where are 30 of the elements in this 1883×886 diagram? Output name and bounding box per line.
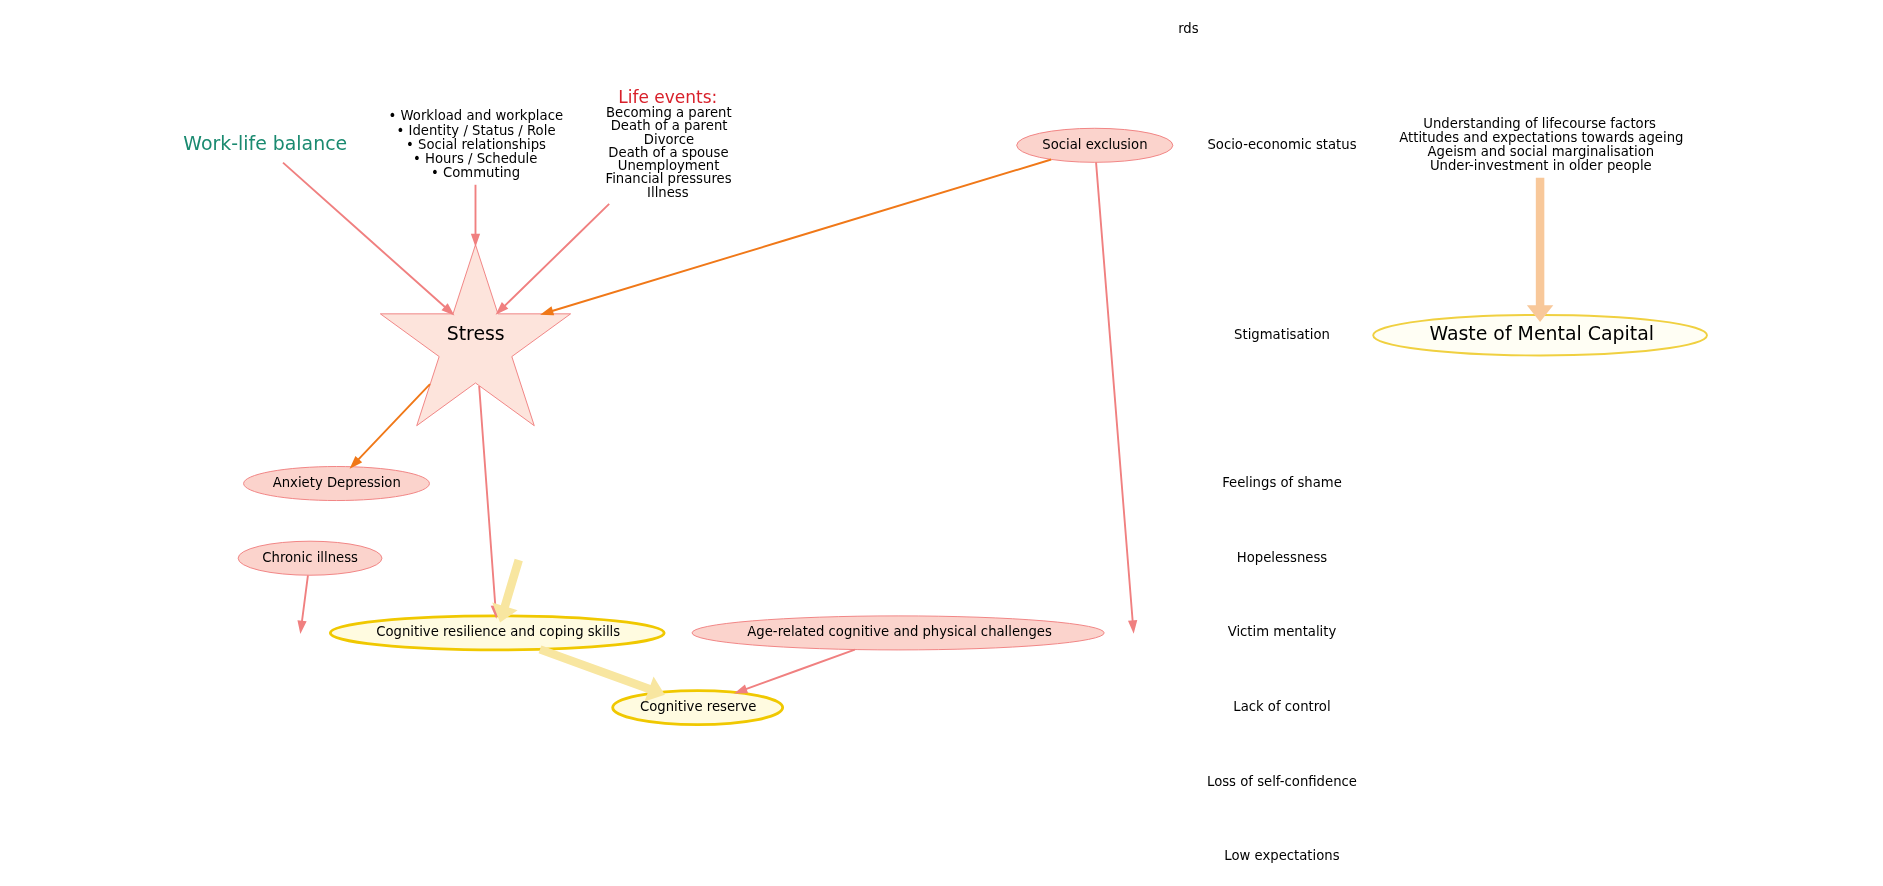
arrow: [495, 203, 611, 315]
node-ellipse: Age-related cognitive and physical challenges: [691, 615, 1105, 651]
node-text: Work-life balance: [183, 132, 348, 155]
node-ellipse: Social exclusion: [1016, 127, 1174, 163]
node-ellipse: Anxiety Depression: [243, 466, 430, 501]
arrow: [470, 183, 481, 248]
arrow: [540, 158, 1053, 316]
arrow: [538, 645, 665, 702]
label: Lack of control: [1233, 699, 1331, 715]
label: Victim mentality: [1227, 624, 1337, 640]
label: Stigmatisation: [1234, 326, 1330, 342]
label: Hopelessness: [1236, 549, 1328, 565]
arrow: [349, 383, 431, 469]
arrow: [734, 648, 856, 694]
arrow: [297, 574, 309, 634]
node-ellipse: Waste of Mental Capital: [1372, 314, 1708, 357]
arrow: [1526, 177, 1554, 322]
node-text: • Workload and workplace • Identity / Status / Role • Social relationships • Hours / Schedule • Commuting: [388, 108, 564, 181]
node-ellipse: Cognitive reserve: [611, 689, 785, 727]
label: Socio-economic status: [1207, 136, 1357, 152]
arrow: [1095, 161, 1138, 634]
label: Loss of self-confidence: [1207, 773, 1357, 789]
node-ellipse: Cognitive resilience and coping skills: [328, 614, 666, 652]
arrow: [282, 161, 455, 316]
node-text: Understanding of lifecourse factors Attitudes and expectations towards ageing Ageism and social marginalisation Under-investment in older people: [1399, 115, 1684, 174]
node-text: Life events: Becoming a parent Death of a parent Divorce Death of a spouse Unemployment Financial pressures Illness: [605, 87, 732, 200]
node-ellipse: Chronic illness: [237, 540, 383, 576]
label: Feelings of shame: [1222, 475, 1342, 491]
label: rds: [1178, 20, 1199, 36]
label: Low expectations: [1224, 848, 1340, 864]
